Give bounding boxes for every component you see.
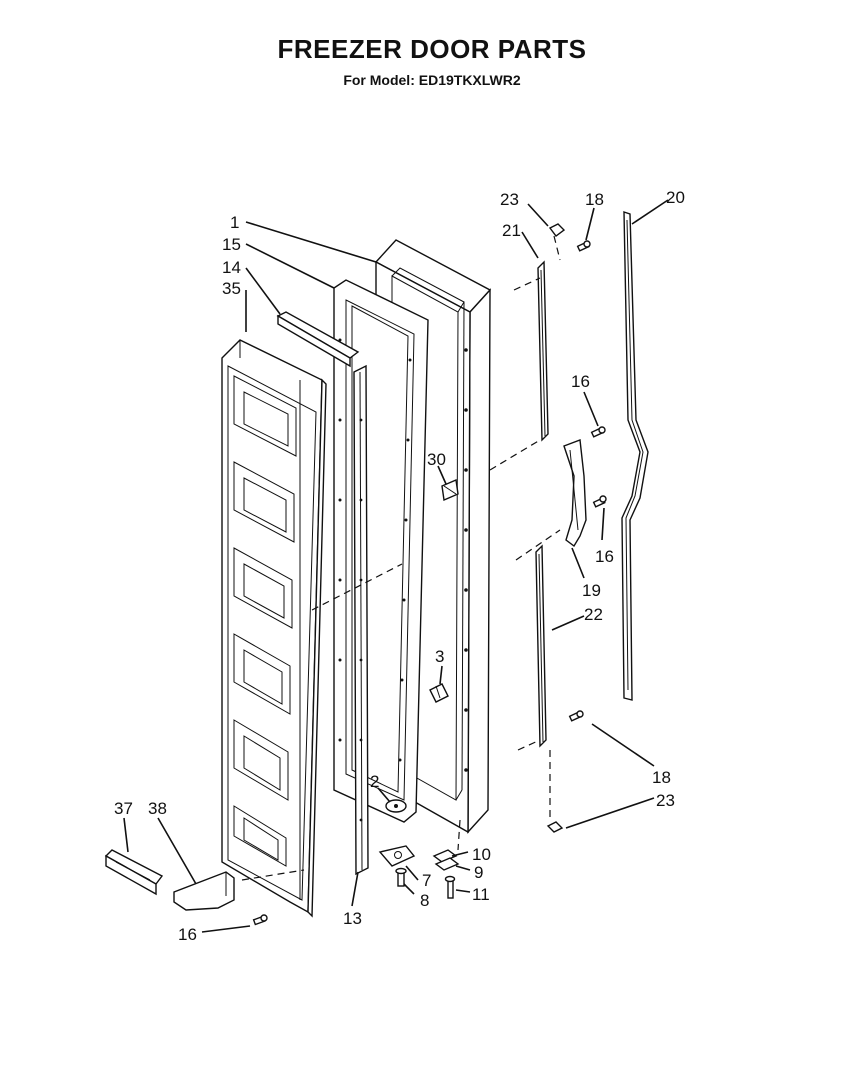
door-spacer-30: [441, 478, 459, 502]
callout-11: 11: [472, 885, 490, 904]
bottom-hinge-bushing: [385, 799, 407, 813]
callout-3: 3: [435, 647, 444, 666]
door-strip: [353, 364, 369, 876]
strip-holes: [359, 418, 363, 822]
screw-16-lower: [592, 495, 607, 508]
handle-lower-trim: [535, 544, 547, 748]
callout-35: 35: [222, 279, 241, 298]
callout-14: 14: [222, 258, 241, 277]
screw-18-bottom: [568, 710, 584, 722]
callout-30: 30: [427, 450, 446, 469]
gasket-holes: [338, 338, 412, 762]
model-subtitle: For Model: ED19TKXLWR2: [343, 72, 521, 88]
leader-lines: [123, 199, 669, 933]
callout-16-bottom: 16: [178, 925, 197, 944]
shim-plates: [432, 849, 460, 871]
callout-23-bottom: 23: [656, 791, 675, 810]
handle-screws: [252, 240, 607, 926]
hinge-pin-screw: [395, 867, 407, 887]
alignment-lines: [241, 235, 561, 881]
callout-18-bottom: 18: [652, 768, 671, 787]
shim-screw: [444, 875, 456, 899]
callout-7: 7: [422, 871, 431, 890]
bottom-grille: [104, 849, 164, 896]
liner-shelf-pockets: [233, 375, 297, 867]
bottom-hinge-bracket: [378, 845, 416, 867]
callout-38: 38: [148, 799, 167, 818]
handle-upper-trim: [537, 260, 549, 442]
top-trim-bar: [276, 311, 360, 368]
callout-18-top: 18: [585, 190, 604, 209]
callout-37: 37: [114, 799, 133, 818]
page-title: FREEZER DOOR PARTS: [277, 34, 587, 64]
callout-19: 19: [582, 581, 601, 600]
callout-21: 21: [502, 221, 521, 240]
hinge-cover: [173, 871, 235, 911]
callout-15: 15: [222, 235, 241, 254]
screw-16-upper: [590, 426, 606, 438]
callout-16-lower: 16: [595, 547, 614, 566]
callout-10: 10: [472, 845, 491, 864]
callout-13: 13: [343, 909, 362, 928]
handle-cap-top: [548, 223, 566, 237]
callout-2: 2: [370, 772, 379, 791]
callout-20: 20: [666, 188, 685, 207]
screw-18-top: [576, 240, 591, 252]
handle-bracket: [563, 439, 587, 548]
callout-16-upper: 16: [571, 372, 590, 391]
callout-23-top: 23: [500, 190, 519, 209]
door-stop-clip: [429, 683, 449, 703]
callout-labels: 1 15 14 35 23 18 20 21 16 30 16 19 22 3 …: [114, 188, 685, 944]
callout-8: 8: [420, 891, 429, 910]
callout-22: 22: [584, 605, 603, 624]
callout-1: 1: [230, 213, 239, 232]
inner-door-liner: [221, 339, 327, 918]
handle-bar: [621, 211, 649, 701]
handle-cap-bottom: [546, 821, 564, 833]
screw-16-bottom: [252, 914, 268, 926]
callout-9: 9: [474, 863, 483, 882]
